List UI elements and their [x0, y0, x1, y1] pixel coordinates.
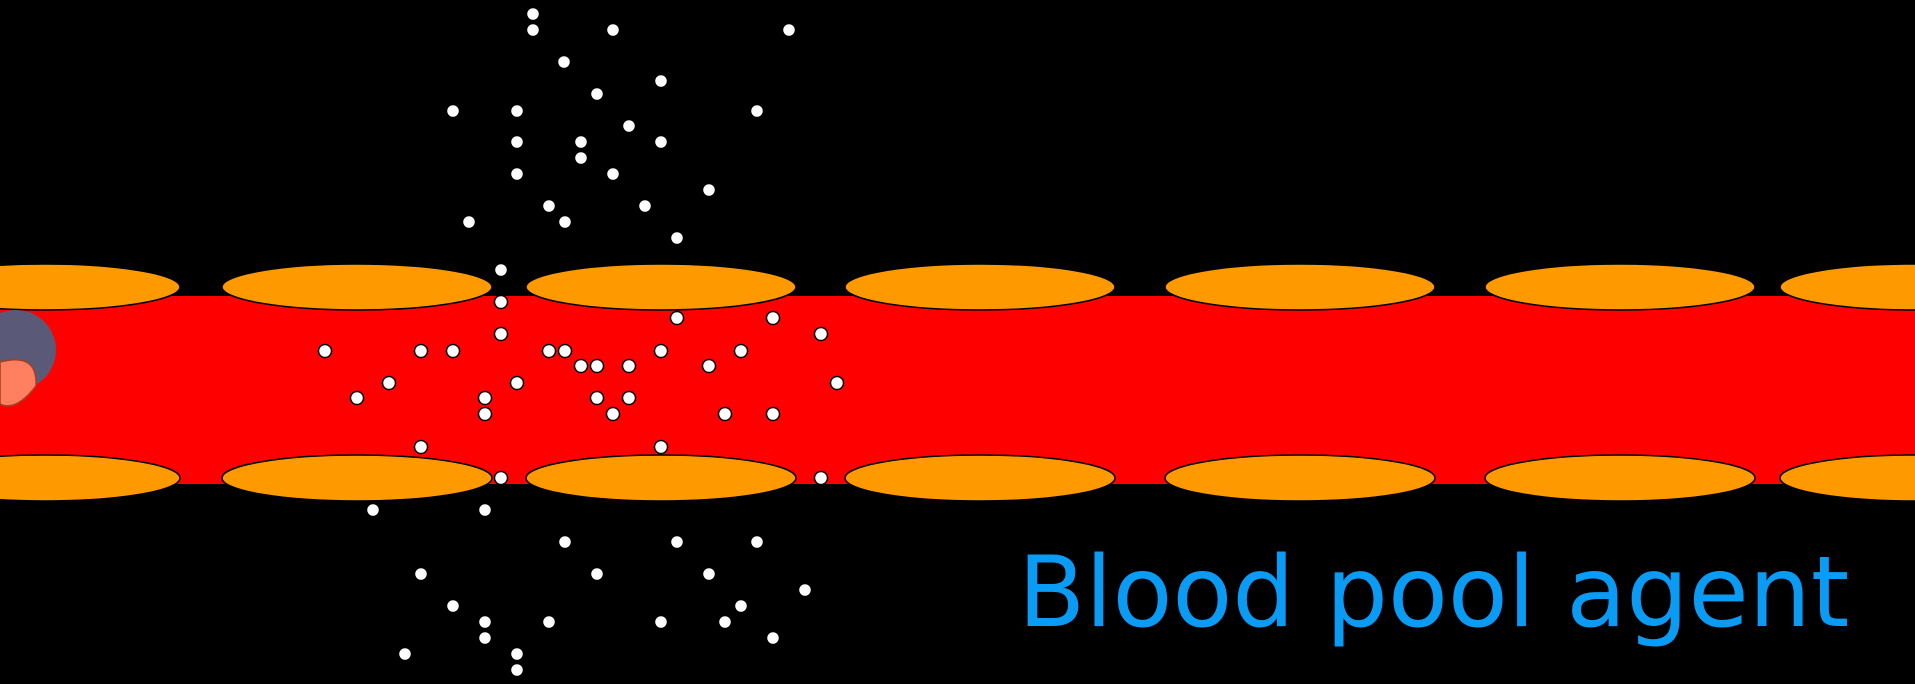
contrast-agent-particle — [479, 616, 492, 629]
contrast-agent-particle — [319, 345, 332, 358]
contrast-agent-particle — [591, 392, 604, 405]
contrast-agent-particle — [575, 360, 588, 373]
contrast-agent-particle — [591, 360, 604, 373]
endothelial-cell-icon — [1165, 264, 1435, 310]
contrast-agent-particle — [511, 648, 524, 661]
contrast-agent-particle — [671, 536, 684, 549]
endothelial-cell-icon — [222, 455, 492, 501]
contrast-agent-particle — [591, 88, 604, 101]
contrast-agent-particle — [543, 200, 556, 213]
contrast-agent-particle — [479, 408, 492, 421]
diagram-caption: Blood pool agent — [1018, 544, 1849, 642]
contrast-agent-particle — [783, 24, 796, 37]
contrast-agent-particle — [703, 360, 716, 373]
contrast-agent-particle — [559, 216, 572, 229]
contrast-agent-particle — [415, 345, 428, 358]
endothelial-cell-icon — [1485, 264, 1755, 310]
contrast-agent-particle — [495, 296, 508, 309]
contrast-agent-particle — [719, 616, 732, 629]
contrast-agent-particle — [351, 392, 364, 405]
contrast-agent-particle — [575, 152, 588, 165]
contrast-agent-particle — [767, 312, 780, 325]
contrast-agent-particle — [655, 345, 668, 358]
endothelial-cell-icon — [845, 455, 1115, 501]
contrast-agent-particle — [591, 568, 604, 581]
contrast-agent-particle — [559, 345, 572, 358]
contrast-agent-particle — [495, 328, 508, 341]
contrast-agent-particle — [511, 105, 524, 118]
contrast-agent-particle — [655, 441, 668, 454]
endothelial-cell-icon — [526, 455, 796, 501]
contrast-agent-particle — [655, 136, 668, 149]
endothelial-cell-icon — [222, 264, 492, 310]
contrast-agent-particle — [527, 24, 540, 37]
contrast-agent-particle — [655, 75, 668, 88]
contrast-agent-particle — [527, 8, 540, 21]
contrast-agent-particle — [543, 616, 556, 629]
contrast-agent-particle — [447, 105, 460, 118]
contrast-agent-particle — [703, 184, 716, 197]
contrast-agent-particle — [751, 536, 764, 549]
contrast-agent-particle — [671, 232, 684, 245]
contrast-agent-particle — [479, 392, 492, 405]
contrast-agent-particle — [815, 472, 828, 485]
contrast-agent-particle — [703, 568, 716, 581]
contrast-agent-particle — [831, 377, 844, 390]
contrast-agent-particle — [735, 600, 748, 613]
contrast-agent-particle — [623, 360, 636, 373]
contrast-agent-particle — [655, 616, 668, 629]
contrast-agent-particle — [559, 536, 572, 549]
contrast-agent-particle — [447, 600, 460, 613]
contrast-agent-particle — [623, 120, 636, 133]
contrast-agent-particle — [607, 168, 620, 181]
contrast-agent-particle — [543, 345, 556, 358]
contrast-agent-particle — [415, 441, 428, 454]
contrast-agent-particle — [383, 377, 396, 390]
contrast-agent-particle — [479, 632, 492, 645]
contrast-agent-particle — [511, 136, 524, 149]
endothelial-cell-icon — [1165, 455, 1435, 501]
vessel-top-wall — [0, 264, 1915, 310]
endothelial-cell-icon — [845, 264, 1115, 310]
contrast-agent-particle — [767, 408, 780, 421]
contrast-agent-particle — [479, 504, 492, 517]
contrast-agent-particle — [815, 328, 828, 341]
contrast-agent-particle — [735, 345, 748, 358]
contrast-agent-particle — [767, 632, 780, 645]
contrast-agent-particle — [511, 664, 524, 677]
contrast-agent-particle — [719, 408, 732, 421]
contrast-agent-particle — [511, 377, 524, 390]
contrast-agent-particle — [751, 105, 764, 118]
contrast-agent-particle — [415, 568, 428, 581]
contrast-agent-particle — [607, 408, 620, 421]
contrast-agent-particle — [495, 264, 508, 277]
contrast-agent-particle — [511, 168, 524, 181]
contrast-agent-particle — [639, 200, 652, 213]
contrast-agent-particle — [447, 345, 460, 358]
contrast-agent-particle — [623, 392, 636, 405]
contrast-agent-particle — [399, 648, 412, 661]
contrast-agent-particle — [558, 56, 571, 69]
contrast-agent-particle — [799, 584, 812, 597]
contrast-agent-particle — [575, 136, 588, 149]
contrast-agent-particle — [463, 216, 476, 229]
contrast-agent-particle — [367, 504, 380, 517]
contrast-agent-particle — [495, 472, 508, 485]
vessel-bottom-wall — [0, 455, 1915, 501]
contrast-agent-particle — [671, 312, 684, 325]
contrast-agent-particle — [607, 24, 620, 37]
endothelial-cell-icon — [1485, 455, 1755, 501]
endothelial-cell-icon — [526, 264, 796, 310]
